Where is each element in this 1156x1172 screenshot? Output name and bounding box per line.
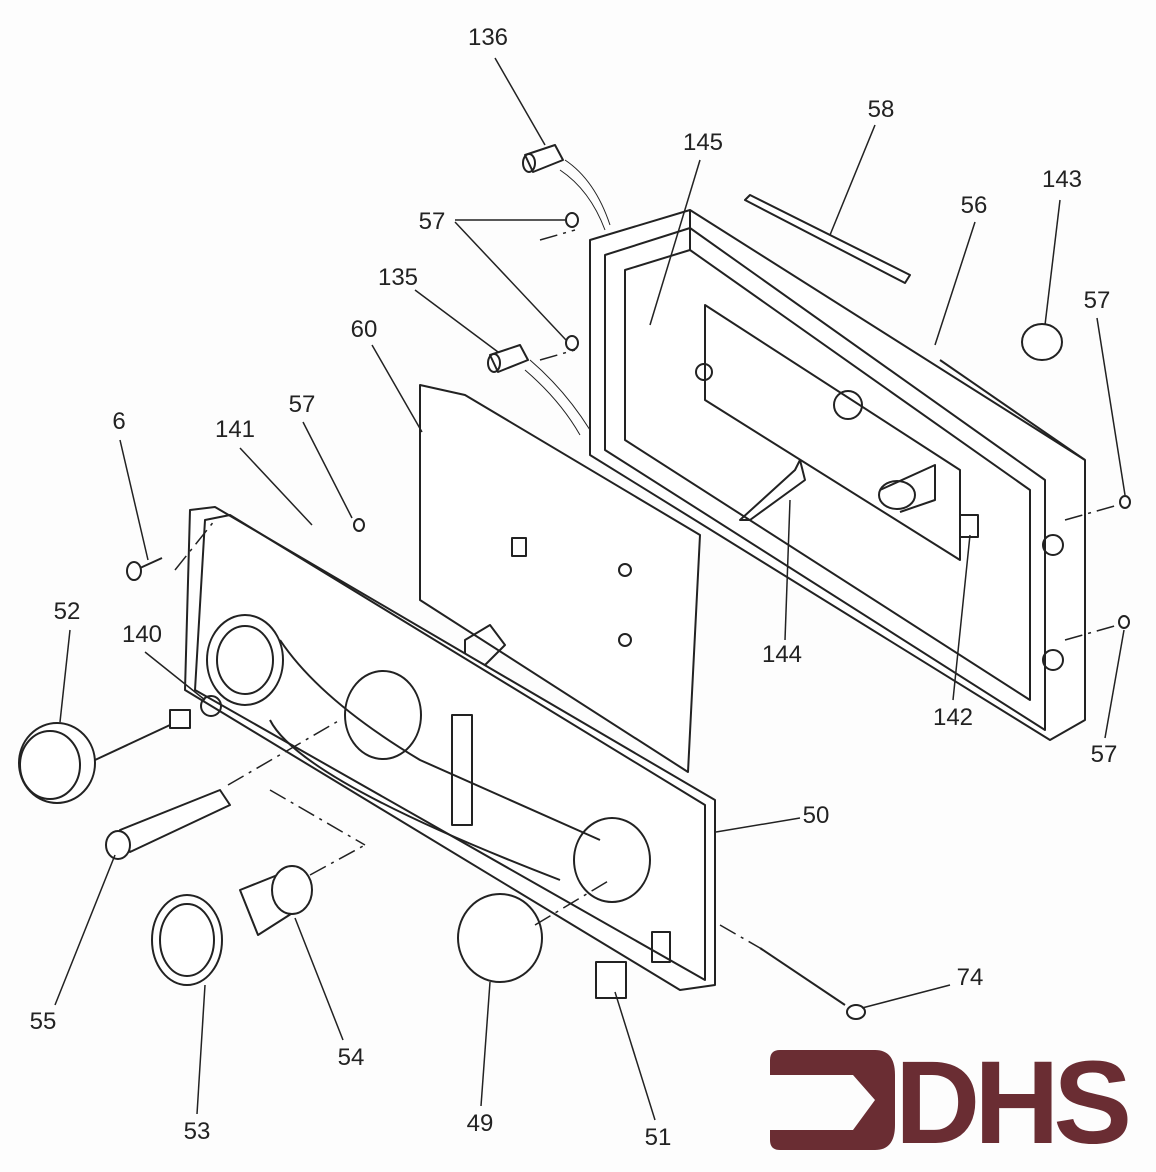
callout-53: 53 bbox=[183, 1118, 211, 1145]
logo-text: DHS bbox=[895, 1037, 1132, 1169]
cap-part-143 bbox=[1021, 323, 1063, 361]
screws bbox=[126, 212, 1131, 629]
callout-74: 74 bbox=[956, 964, 984, 991]
callout-57: 57 bbox=[288, 391, 316, 418]
callout-57: 57 bbox=[1083, 287, 1111, 314]
rod-part-58 bbox=[744, 194, 911, 284]
callout-54: 54 bbox=[337, 1044, 365, 1071]
callout-57: 57 bbox=[1090, 741, 1118, 768]
fuse-parts bbox=[487, 144, 611, 436]
front-panel bbox=[184, 506, 716, 991]
arrow-logo-icon bbox=[770, 1050, 895, 1150]
callout-140: 140 bbox=[121, 621, 163, 648]
callout-144: 144 bbox=[761, 641, 803, 668]
callout-50: 50 bbox=[802, 802, 830, 829]
callout-135: 135 bbox=[377, 264, 419, 291]
rear-case bbox=[589, 209, 1086, 741]
dhs-logo: DHS bbox=[765, 1037, 1135, 1169]
callout-143: 143 bbox=[1041, 166, 1083, 193]
callout-6: 6 bbox=[112, 408, 126, 435]
callout-136: 136 bbox=[467, 24, 509, 51]
alignment-lines bbox=[174, 229, 1119, 949]
callout-57: 57 bbox=[418, 208, 446, 235]
callout-141: 141 bbox=[214, 416, 256, 443]
callout-60: 60 bbox=[350, 316, 378, 343]
small-parts bbox=[18, 709, 866, 1020]
callout-49: 49 bbox=[466, 1110, 494, 1137]
callout-55: 55 bbox=[29, 1008, 57, 1035]
callout-56: 56 bbox=[960, 192, 988, 219]
callout-142: 142 bbox=[932, 704, 974, 731]
callout-51: 51 bbox=[644, 1124, 672, 1151]
callout-145: 145 bbox=[682, 129, 724, 156]
callout-58: 58 bbox=[867, 96, 895, 123]
callout-52: 52 bbox=[53, 598, 81, 625]
leader-lines bbox=[54, 57, 1126, 1121]
